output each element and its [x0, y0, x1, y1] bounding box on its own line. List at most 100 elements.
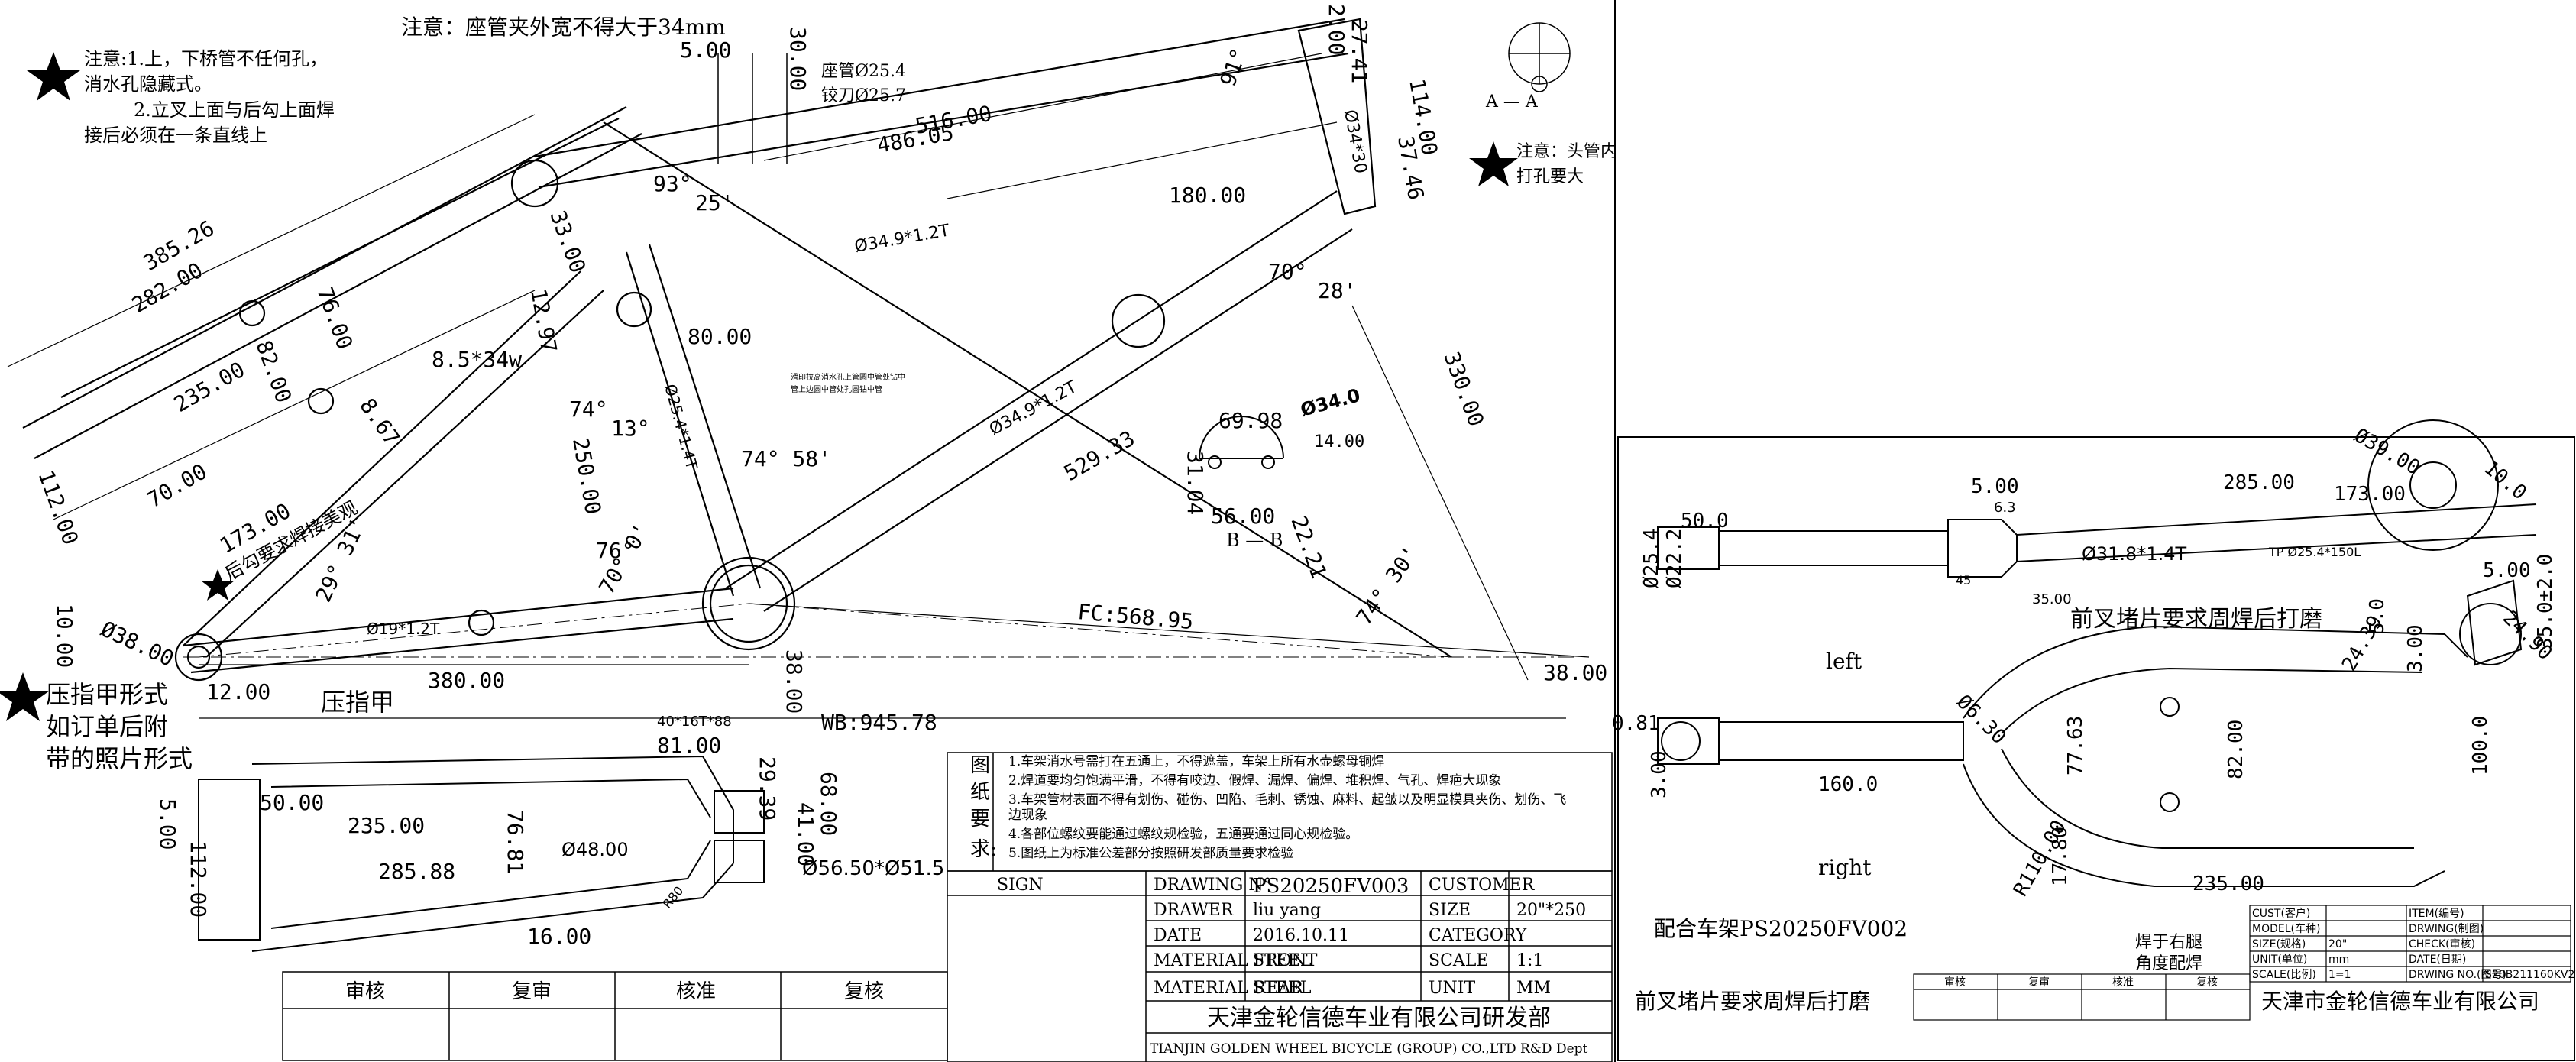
- dropout-note-3: 带的照片形式: [46, 744, 193, 773]
- dim-29-39: 29.39: [755, 756, 780, 821]
- title-block: SIGN DRAWING N° PS20250FV003 CUSTOMER DR…: [997, 875, 1588, 1057]
- dim-13: 13°: [611, 416, 650, 441]
- fork-dim-285: 285.00: [2223, 471, 2295, 494]
- dim-235b: 235.00: [348, 813, 425, 838]
- fork-plug-note-2: 前叉堵片要求周焊后打磨: [1635, 989, 1870, 1014]
- dim-93: 93°: [653, 171, 692, 196]
- section-bb-label: B — B: [1226, 529, 1283, 551]
- dim-5b: 5.00: [155, 798, 180, 850]
- drain-note-1: 滑印拉高消水孔上管圆中管处钻中: [791, 372, 905, 382]
- fork-dim-35-0: 35.0±2.0: [2534, 554, 2557, 649]
- notes-line: 边现象: [1008, 808, 1047, 823]
- drawing-no-label: DRAWING N°: [1154, 876, 1272, 895]
- rtb-r4c3: S20B211160KV21: [2485, 969, 2576, 981]
- dim-285: 285.88: [378, 859, 455, 884]
- rear-stays-bottom-view: [198, 755, 765, 952]
- dim-2: 2.00: [1324, 4, 1349, 55]
- company-en: TIANJIN GOLDEN WHEEL BICYCLE (GROUP) CO.…: [1150, 1041, 1588, 1057]
- head-tube-note-b: 打孔要大: [1516, 167, 1584, 186]
- dim-81: 81.00: [657, 733, 721, 758]
- dim-486: 486.05: [875, 120, 955, 158]
- scale-label: SCALE: [1429, 951, 1488, 970]
- dim-250: 250.00: [568, 435, 606, 516]
- seat-post-note: 座管Ø25.4: [821, 62, 906, 81]
- dropout-label: 压指甲: [321, 688, 394, 717]
- mat-rear-label: MATERIAL REAR: [1154, 979, 1304, 998]
- dim-180: 180.00: [1169, 183, 1246, 208]
- star-icon: [27, 52, 80, 101]
- drawing-no: PS20250FV003: [1253, 875, 1409, 898]
- rtb-r1c0: MODEL(车种): [2252, 922, 2320, 935]
- fork-match-note: 配合车架PS20250FV002: [1654, 916, 1908, 941]
- fork-dim-10: 10.0: [2480, 456, 2531, 504]
- rtb-r3c2: DATE(日期): [2409, 954, 2466, 966]
- approval-approve: 核准: [676, 980, 716, 1003]
- sheet-frames: [1614, 0, 2575, 1062]
- notes-line: 3.车架管材表面不得有划伤、碰伤、凹陷、毛刺、锈蚀、麻料、起皱以及明显模具夹伤、…: [1008, 792, 1566, 808]
- dim-76-81: 76.81: [503, 810, 528, 874]
- dim-38b: 38.00: [782, 649, 807, 714]
- approval-table-lines: [282, 971, 948, 1061]
- rtb-r1c2: DRWING(制图): [2409, 923, 2484, 935]
- dim-34-0: Ø34.0: [1298, 384, 1362, 421]
- dim-wb: WB:945.78: [821, 710, 937, 735]
- customer-label: CUSTOMER: [1429, 876, 1536, 895]
- right-title-block-lines: [1913, 905, 2571, 1021]
- rtb-r4c2: DRWING NO.(图号): [2409, 969, 2506, 981]
- notes-heading-2: 纸: [970, 781, 990, 804]
- unit: MM: [1516, 979, 1551, 998]
- dim-19: Ø19*1.2T: [367, 620, 440, 638]
- dim-25-4: Ø25.4*1.4T: [661, 382, 701, 471]
- dim-74: 74°: [569, 397, 608, 422]
- fork-dim-45: 45: [1956, 573, 1971, 588]
- dim-76b: 76°: [596, 538, 635, 563]
- fork-dim-235: 235.00: [2193, 873, 2264, 895]
- notes-heading-4: 求:: [970, 838, 997, 861]
- approval-re-review: 复审: [512, 980, 552, 1003]
- drain-note-2: 管上边圆中管处孔圆钻中管: [791, 384, 882, 394]
- rtb-approval-3: 复核: [2196, 976, 2218, 989]
- fork-dim-22-2: Ø22.2: [1663, 529, 1686, 588]
- size-label: SIZE: [1429, 901, 1471, 920]
- right-company: 天津市金轮信德车业有限公司: [2261, 989, 2539, 1014]
- fork-dim-25-4: Ø25.4: [1640, 529, 1663, 588]
- rtb-r0c2: ITEM(编号): [2409, 908, 2464, 920]
- category-label: CATEGORY: [1429, 926, 1527, 945]
- dim-30: 30.00: [785, 27, 811, 91]
- dim-38r: 38.00: [1543, 660, 1607, 685]
- fork-dim-3b: 3.00: [1648, 750, 1671, 798]
- dim-38: Ø38.00: [97, 616, 178, 672]
- dim-91: 91°: [1215, 45, 1252, 90]
- dim-12-97: 12.97: [526, 287, 561, 355]
- dim-70: 70.00: [143, 458, 212, 513]
- fork-dim-82: 82.00: [2225, 720, 2248, 779]
- dim-16: 16.00: [527, 924, 591, 949]
- rtb-r4c0: SCALE(比例): [2252, 969, 2316, 981]
- dim-80b: R80: [660, 883, 687, 911]
- dim-76: 76.00: [312, 283, 358, 352]
- dim-14: 14.00: [1314, 432, 1364, 452]
- fork-outline: [1657, 419, 2537, 887]
- fork-dim-77-63: 77.63: [2064, 716, 2087, 775]
- rtb-r2c1: 20": [2328, 938, 2347, 950]
- dim-34-30: Ø34*30: [1340, 108, 1370, 175]
- drawer-label: DRAWER: [1154, 901, 1235, 920]
- mat-front-label: MATERIAL FRONT: [1154, 951, 1318, 970]
- seat-clamp-note: 注意：座管夹外宽不得大于34mm: [401, 15, 726, 40]
- dim-50: 50.00: [260, 790, 324, 815]
- fork-dim-5c: 5.0: [2366, 598, 2389, 634]
- approval-labels: 审核 复审 核准 复核: [345, 980, 884, 1003]
- rtb-r0c0: CUST(客户): [2252, 907, 2310, 920]
- rtb-r2c0: SIZE(规格): [2252, 938, 2306, 950]
- right-title-block: CUST(客户) ITEM(编号) MODEL(车种) DRWING(制图) S…: [1944, 907, 2576, 989]
- top-note-2: 2.立叉上面与后勾上面焊: [134, 99, 335, 121]
- head-tube-note: 注意：头管内: [1516, 142, 1617, 161]
- star-markers: [0, 52, 1518, 721]
- dim-69-98: 69.98: [1218, 408, 1283, 433]
- approval-review: 审核: [345, 980, 385, 1003]
- mat-front: STEEL: [1253, 951, 1312, 970]
- fork-dim-100: 100.0: [2469, 716, 2492, 775]
- notes-line: 1.车架消水号需打在五通上，不得遮盖，车架上所有水壶螺母铜焊: [1008, 754, 1384, 769]
- mat-rear: STEEL: [1253, 979, 1312, 998]
